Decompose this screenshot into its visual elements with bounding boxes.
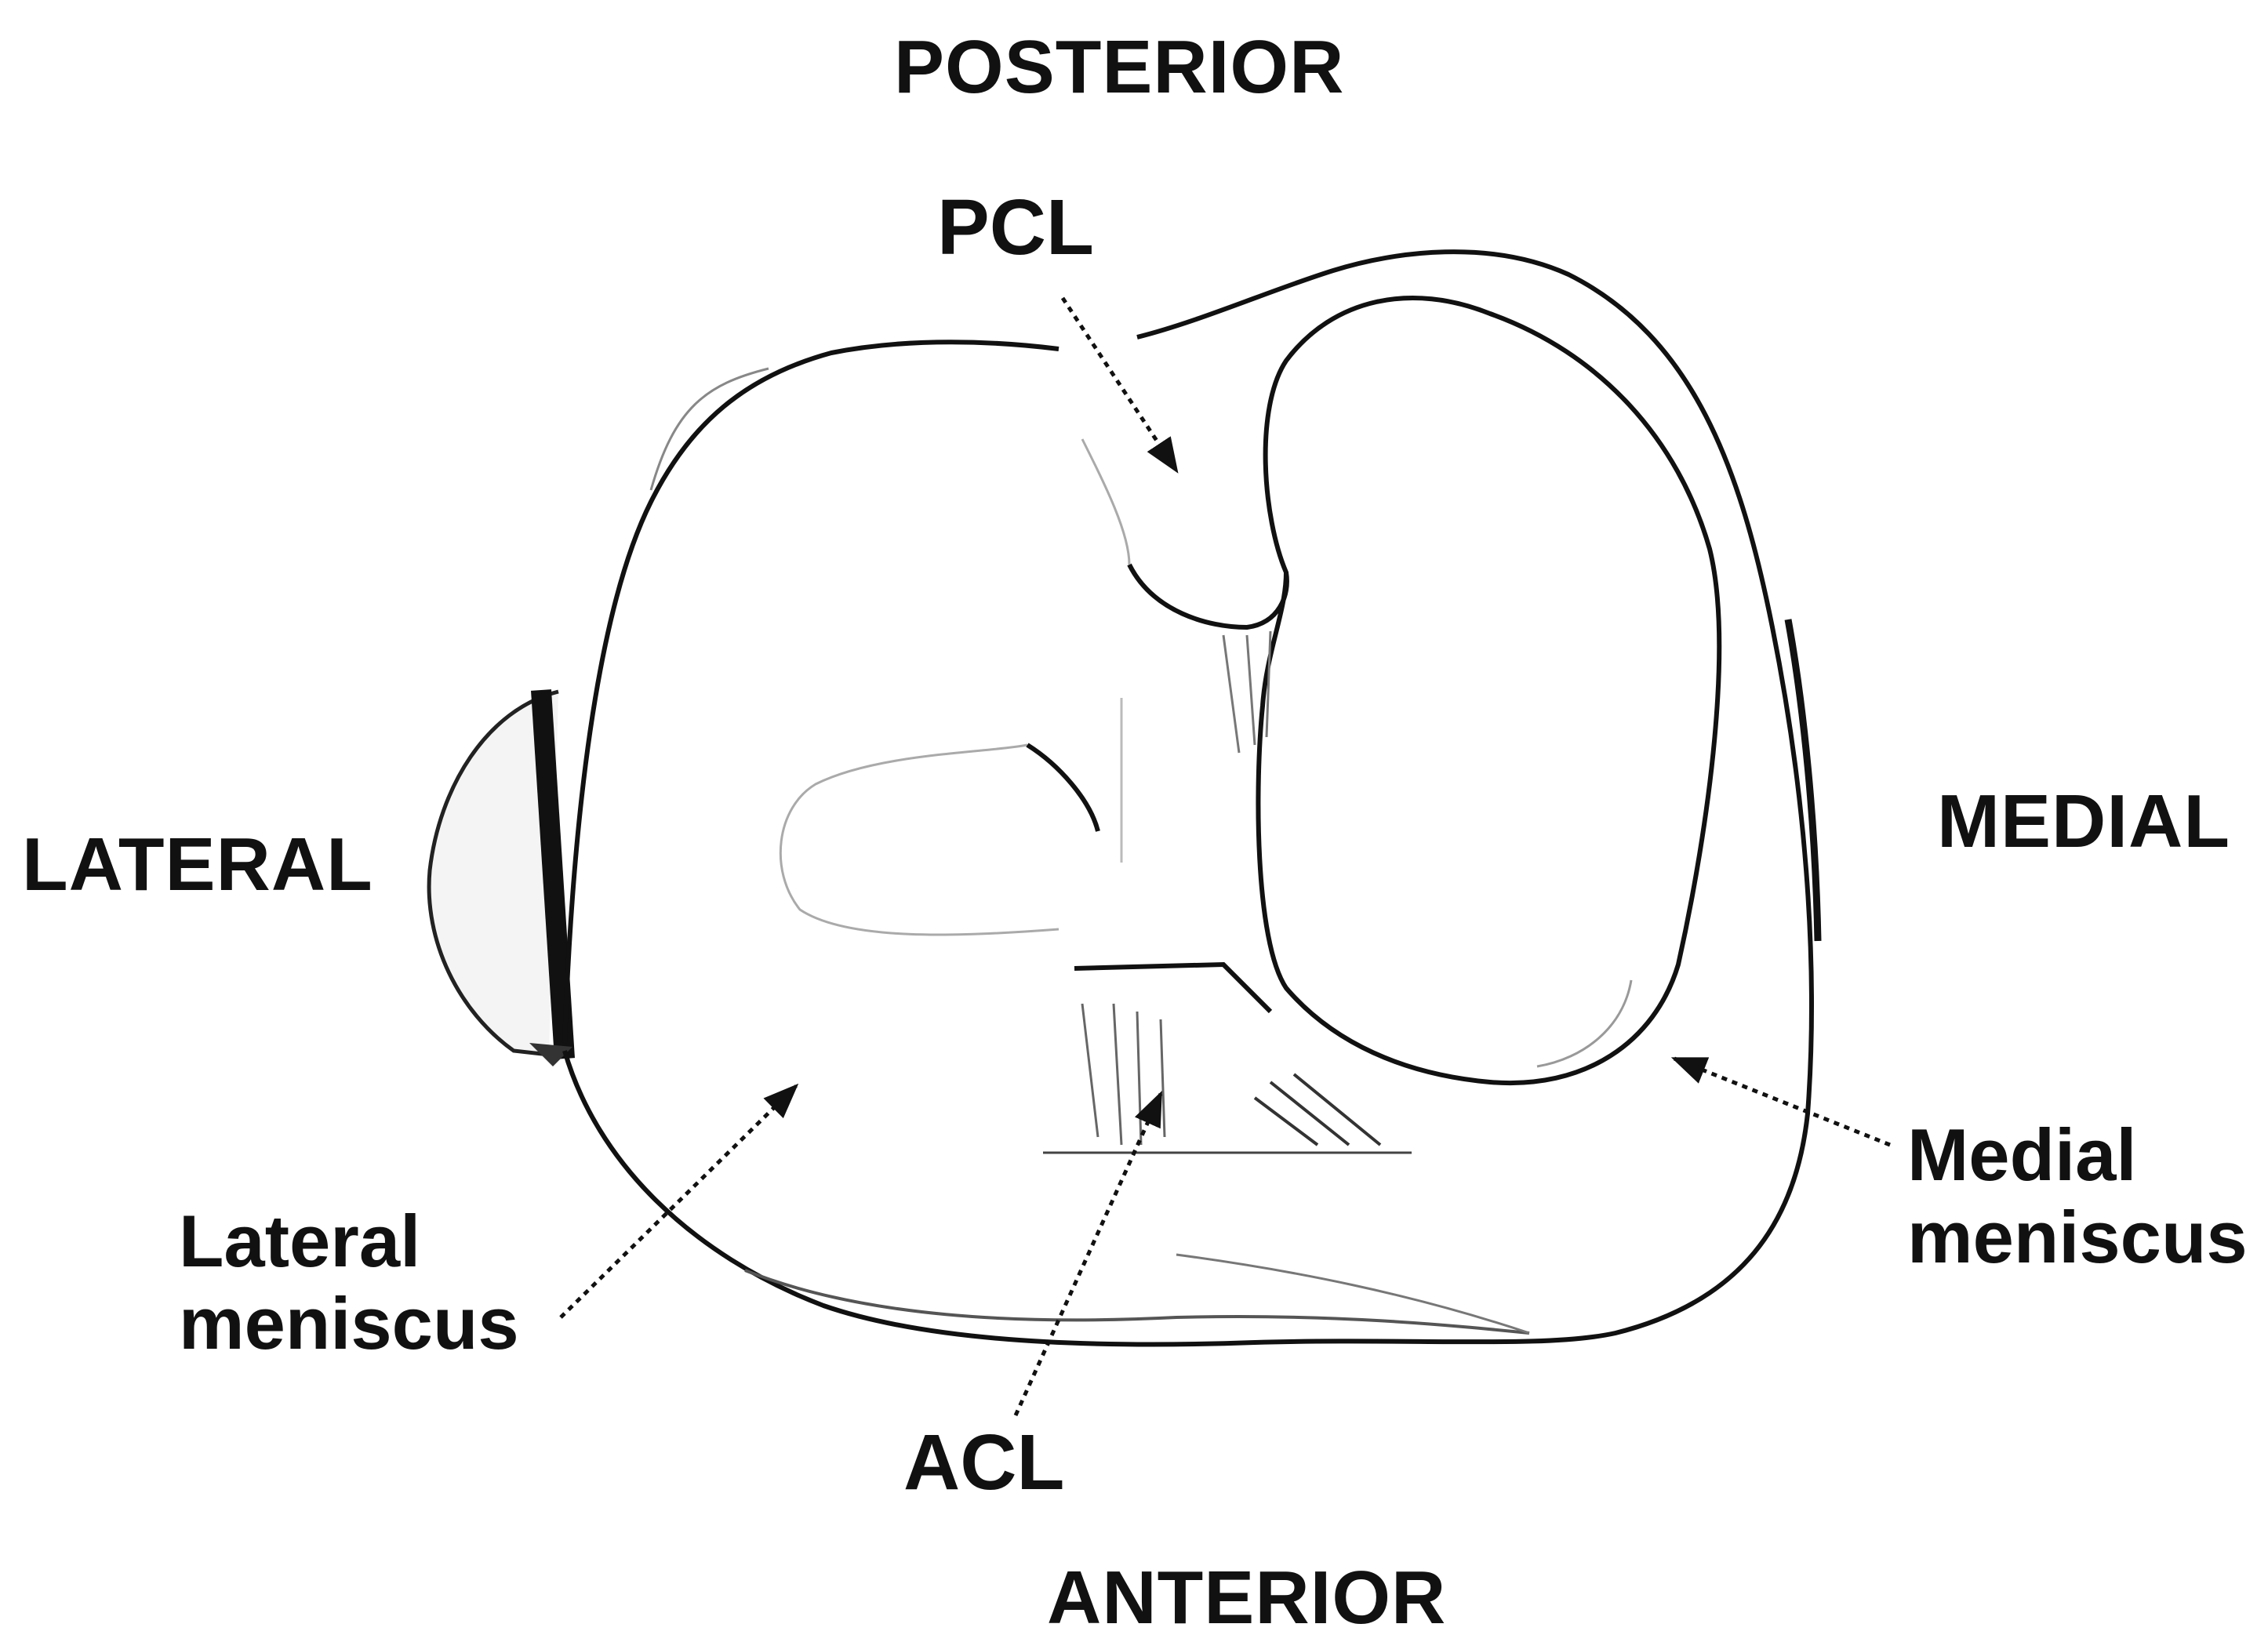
medial-meniscus-label: Medial meniscus [1907,1113,2248,1279]
pcl-structure [1082,439,1287,753]
lateral-label: LATERAL [22,827,373,903]
lateral-meniscus-label-line1: Lateral [179,1200,519,1282]
fibular-head [429,690,572,1066]
pcl-arrow [1063,298,1176,470]
leader-arrows [561,298,1890,1415]
lateral-meniscus-shape [780,698,1121,935]
medial-meniscus-label-line1: Medial [1907,1113,2248,1196]
medial-meniscus-label-line2: meniscus [1907,1196,2248,1278]
acl-structure [1043,964,1412,1153]
medial-label: MEDIAL [1937,784,2230,859]
acl-label: ACL [903,1423,1065,1502]
acl-arrow [1016,1094,1161,1415]
anterior-label: ANTERIOR [1047,1560,1446,1636]
posterior-label: POSTERIOR [894,30,1344,105]
lateral-meniscus-label: Lateral meniscus [179,1200,519,1365]
lateral-meniscus-label-line2: meniscus [179,1282,519,1364]
tibial-plateau-outline [565,252,1818,1344]
medial-meniscus-shape [1258,298,1719,1083]
pcl-label: PCL [937,188,1094,267]
medial-meniscus-arrow [1674,1059,1890,1145]
anterior-rim [745,1255,1529,1333]
